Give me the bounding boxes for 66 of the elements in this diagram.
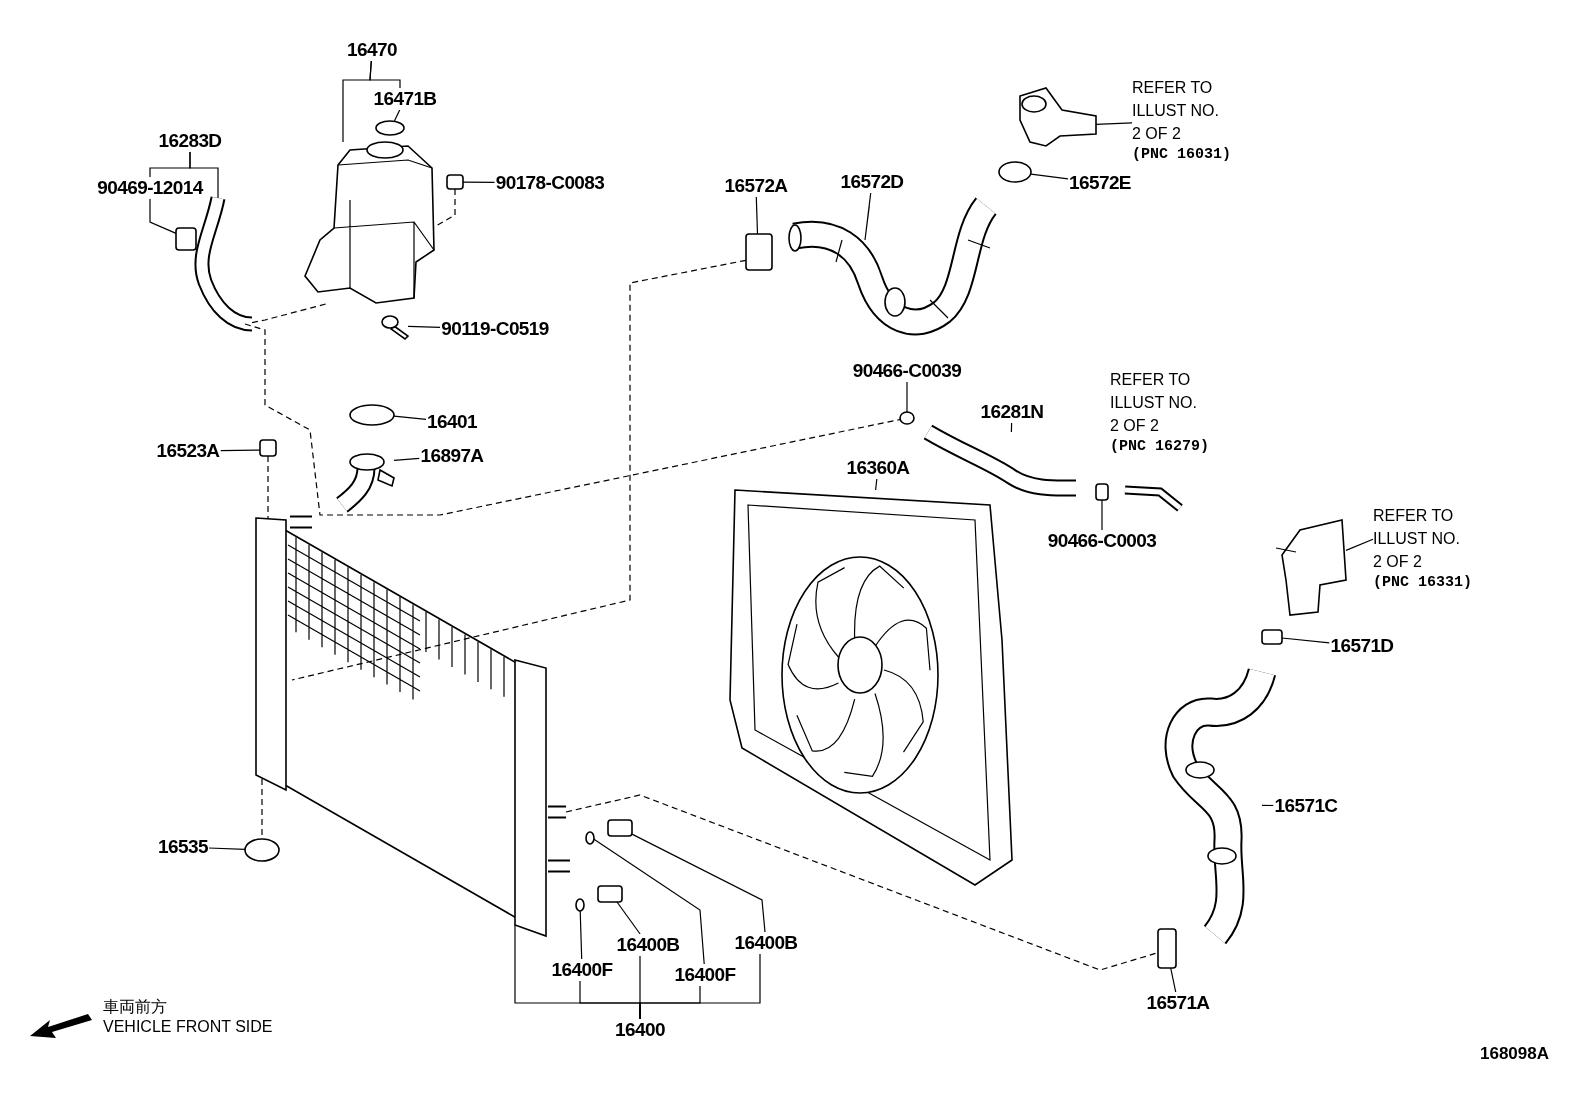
cushion-icon [244, 838, 280, 862]
assembly-line [291, 259, 747, 681]
plug-icon [259, 439, 277, 457]
assembly-line [244, 323, 901, 516]
leader-line [208, 847, 246, 850]
leader-line [593, 838, 705, 965]
clamp-icon [1157, 928, 1177, 969]
radiator-drawing [255, 515, 570, 938]
reference-code: (PNC 16279) [1110, 437, 1210, 457]
filler-neck-drawing [336, 453, 395, 513]
bolt-icon [381, 315, 410, 341]
reference-code: (PNC 16331) [1373, 573, 1471, 593]
radiator-cap-drawing [349, 404, 395, 426]
leader-line [149, 198, 177, 234]
clip-icon [175, 227, 197, 251]
drain-plug-icon [607, 819, 633, 837]
leader-line [906, 381, 908, 413]
drain-plug-icon [597, 885, 623, 903]
hose-drawing [923, 424, 1077, 497]
hose-drawing [788, 198, 998, 336]
leader-line [407, 325, 441, 328]
o-ring-icon [575, 898, 585, 912]
clamp-icon [998, 161, 1032, 183]
leader-line [1030, 173, 1069, 180]
leader-line [639, 953, 761, 1020]
illustration-number: 168098A [1480, 1044, 1549, 1064]
water-outlet-drawing [1019, 87, 1097, 147]
leader-line [393, 457, 421, 461]
leader-line [1261, 804, 1275, 807]
leader-line [631, 833, 766, 933]
cap-drawing [375, 120, 405, 136]
leader-line [1170, 967, 1177, 993]
assembly-line [267, 455, 269, 520]
leader-line [1101, 499, 1103, 531]
reference-note: REFER TO ILLUST NO. 2 OF 2 [1110, 370, 1198, 436]
fan-shroud-drawing [729, 489, 1013, 886]
clip-icon [1095, 483, 1109, 501]
leader-line [393, 109, 401, 122]
reference-note: REFER TO ILLUST NO. 2 OF 2 [1373, 506, 1461, 572]
leader-line [755, 196, 759, 235]
clamp-icon [745, 233, 773, 271]
reference-code: (PNC 16031) [1132, 145, 1230, 165]
assembly-line [565, 794, 1159, 971]
o-ring-icon [585, 831, 595, 845]
leader-line [149, 151, 191, 178]
direction-caption: 車両前方 [103, 997, 167, 1017]
leader-line [462, 181, 496, 183]
direction-caption: VEHICLE FRONT SIDE [103, 1018, 273, 1036]
leader-line [1095, 122, 1133, 125]
reference-note: REFER TO ILLUST NO. 2 OF 2 [1132, 78, 1220, 144]
leader-line [875, 478, 878, 491]
leader-line [864, 192, 872, 241]
hose-drawing [194, 196, 253, 332]
nut-icon [446, 174, 464, 190]
housing-drawing [1275, 519, 1347, 616]
leader-line [369, 60, 401, 89]
leader-line [579, 910, 583, 960]
leader-line [393, 415, 427, 420]
leader-line [1281, 637, 1331, 644]
leader-line [616, 901, 641, 935]
leader-line [219, 449, 261, 452]
sensor-icon [1261, 629, 1283, 645]
reservoir-tank-drawing [304, 141, 435, 304]
clip-icon [899, 411, 915, 425]
hose-drawing [1164, 667, 1276, 944]
leader-line [1345, 538, 1374, 551]
